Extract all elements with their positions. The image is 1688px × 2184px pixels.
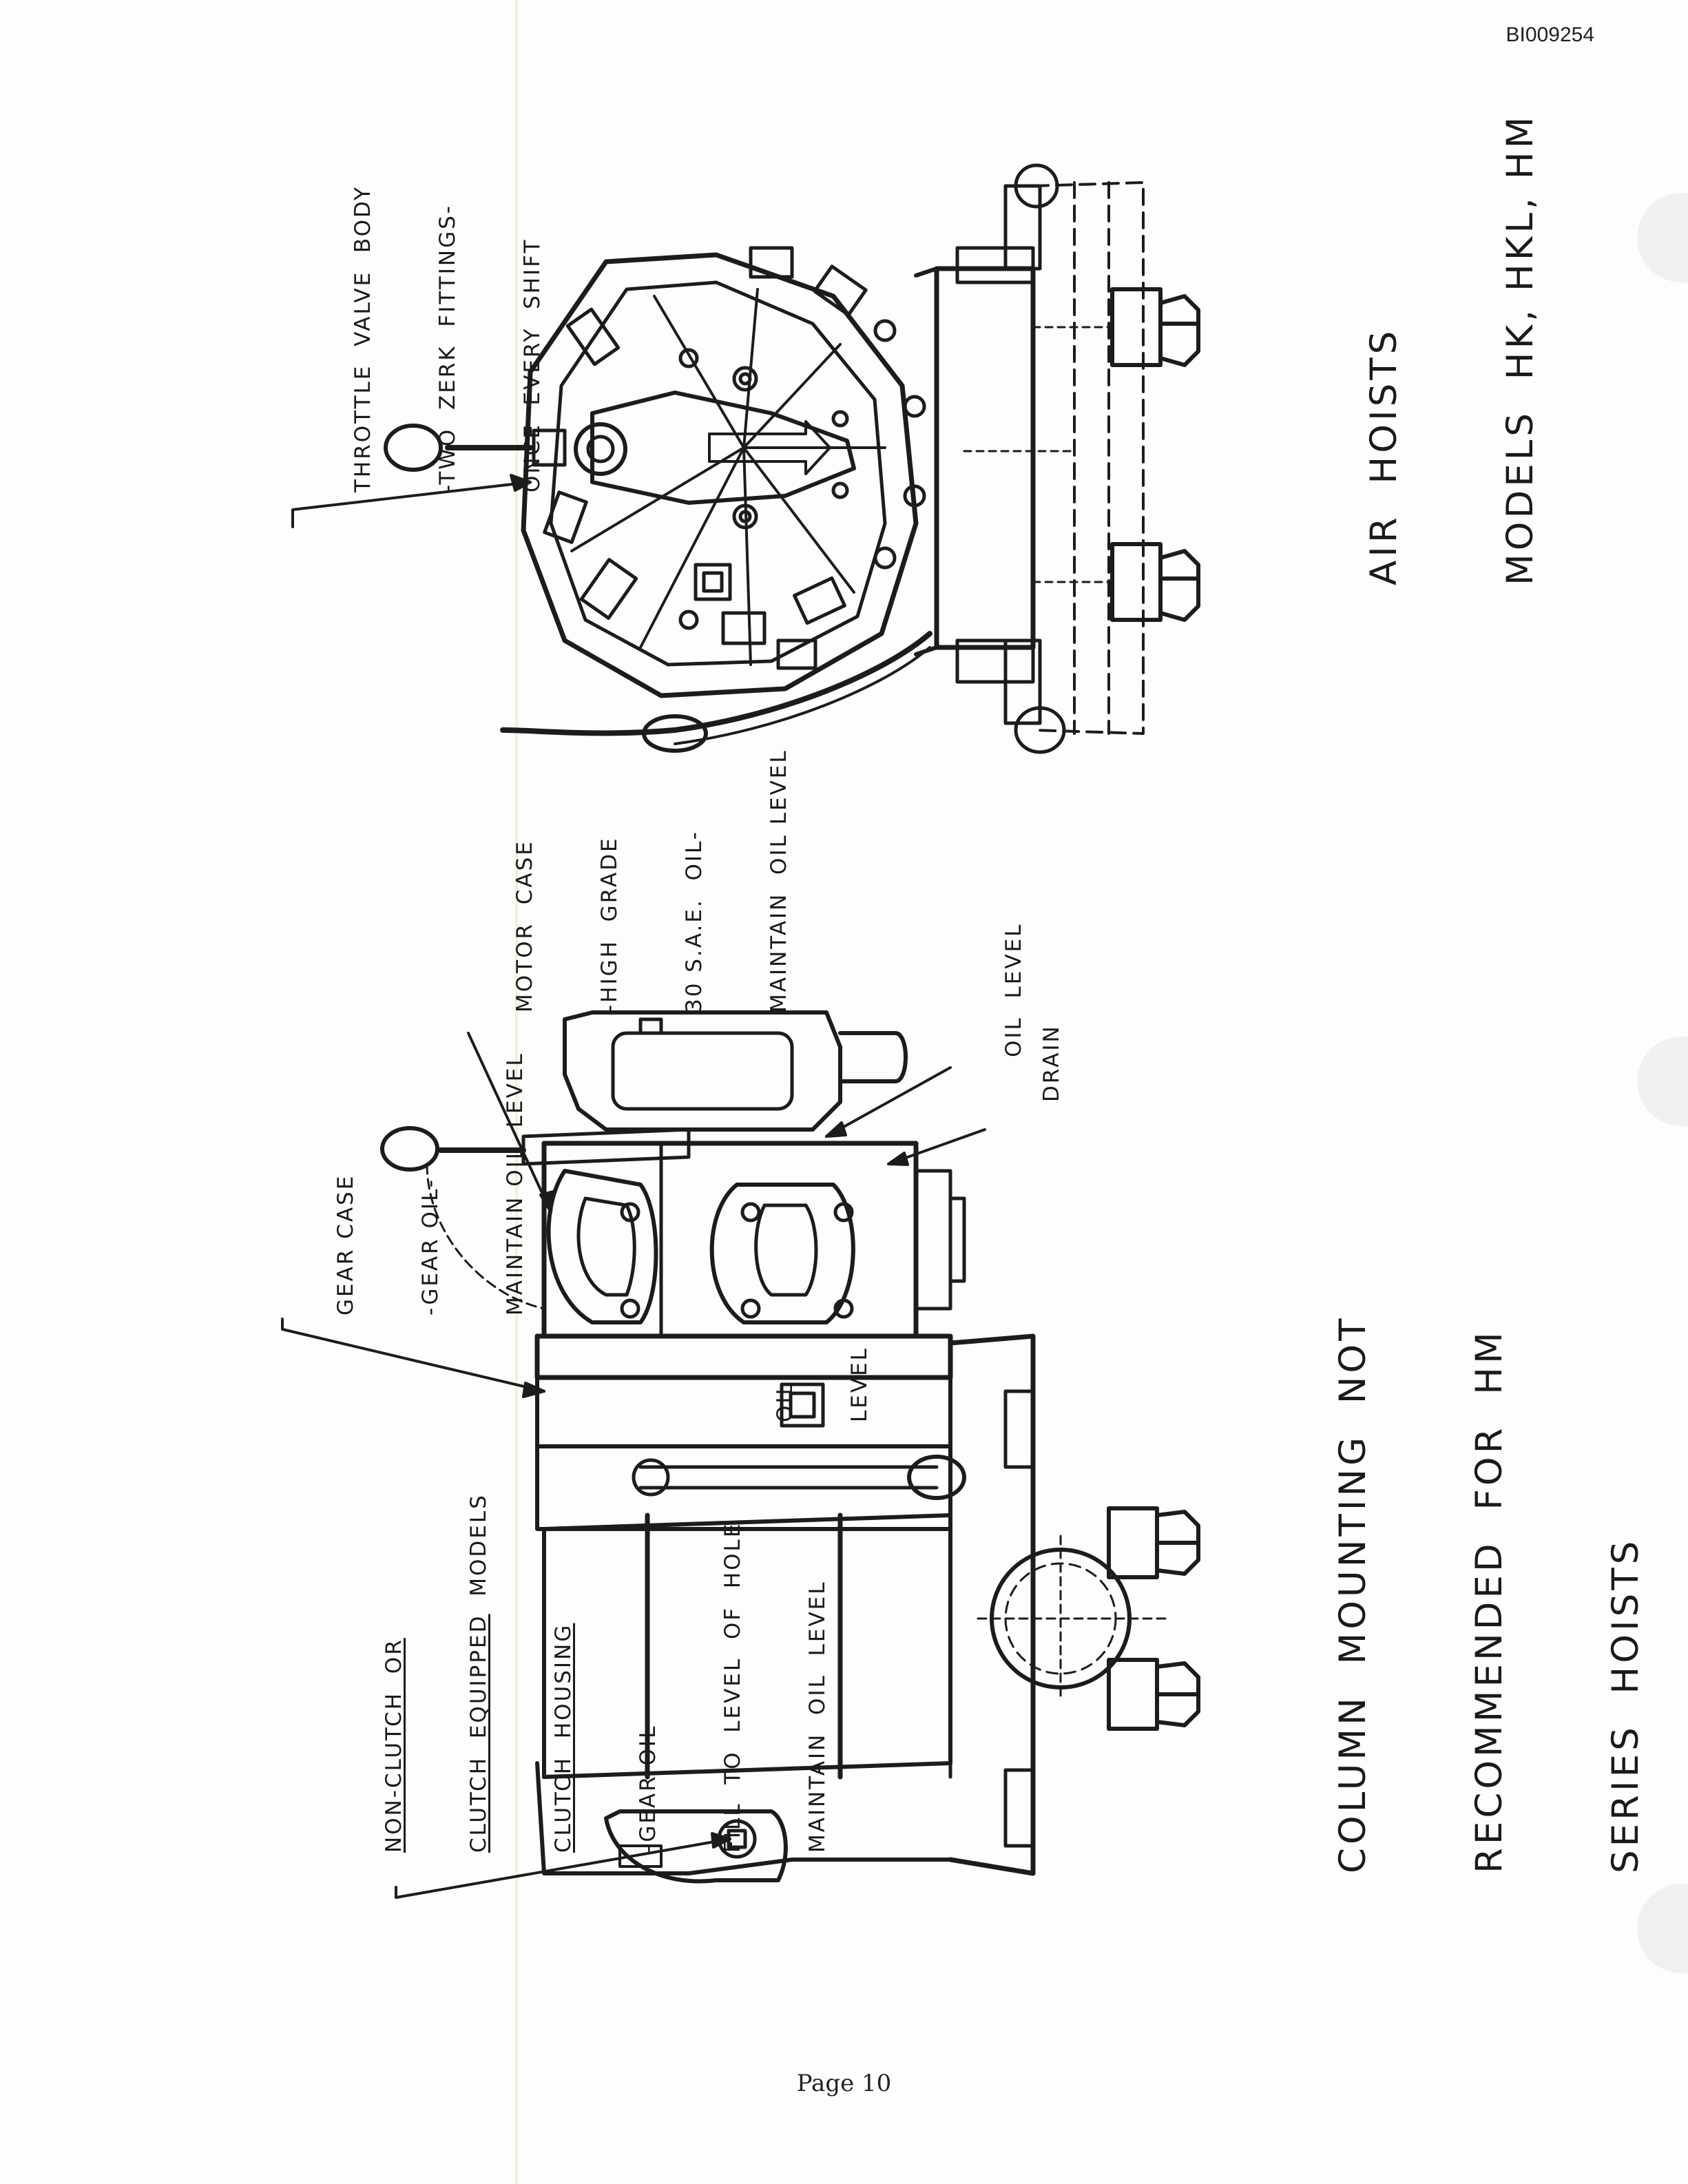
note-line: SERIES HOISTS [1605, 1537, 1647, 1873]
title-air-hoists: AIR HOISTS MODELS HK, HKL, HM [1271, 114, 1589, 585]
callout-throttle-valve-body: THROTTLE VALVE BODY -TWO ZERK FITTINGS- … [293, 185, 575, 492]
leader-lines [281, 474, 986, 1899]
callout-line: OIL [773, 1381, 798, 1422]
note-column-mounting: COLUMN MOUNTING NOT RECOMMENDED FOR HM S… [1240, 1315, 1688, 1873]
callout-line: 30 S.A.E. OIL- [682, 830, 707, 1012]
callout-line: GEAR CASE [333, 1174, 358, 1315]
clutch-header-line: NON-CLUTCH OR [382, 1638, 406, 1853]
page-number: Page 10 [796, 2070, 892, 2097]
callout-clutch-housing: NON-CLUTCH OR CLUTCH EQUIPPED MODELS CLU… [324, 1493, 860, 1853]
callout-line: MAINTAIN OIL LEVEL [503, 1052, 528, 1315]
callout-line: -GEAR OIL- [636, 1715, 660, 1853]
title-line: AIR HOISTS [1363, 327, 1405, 585]
clutch-header-line: CLUTCH EQUIPPED [466, 1614, 491, 1853]
callout-line: ONCE EVERY SHIFT [520, 238, 545, 492]
callout-line: -GEAR OIL- [418, 1178, 443, 1315]
callout-line: CLUTCH HOUSING [551, 1623, 576, 1853]
hoist-side-view [380, 1010, 1200, 1884]
page-fold-line [515, 0, 518, 2184]
callout-line: FILL TO LEVEL OF HOLE [720, 1521, 745, 1853]
callout-line: THROTTLE VALVE BODY [351, 185, 375, 492]
callout-gear-case: GEAR CASE -GEAR OIL- MAINTAIN OIL LEVEL [275, 1052, 558, 1315]
callout-line: MOTOR CASE [512, 840, 537, 1012]
callout-line: -TWO ZERK FITTINGS- [435, 204, 460, 492]
callout-line: MAINTAIN OIL LEVEL [767, 749, 791, 1012]
clutch-header-tail: MODELS [466, 1493, 491, 1597]
hoist-end-view [384, 163, 1200, 754]
document-id: BI009254 [1505, 23, 1594, 46]
callout-line: LEVEL [847, 1346, 872, 1422]
callout-line: -HIGH GRADE [597, 836, 622, 1012]
label-drum-oil-level: OIL LEVEL [723, 1346, 897, 1422]
callout-line: DRAIN [1039, 1024, 1064, 1102]
title-line: MODELS HK, HKL, HM [1499, 113, 1541, 585]
callout-motor-case: MOTOR CASE -HIGH GRADE 30 S.A.E. OIL- MA… [455, 749, 822, 1012]
callout-drain: DRAIN [981, 1024, 1094, 1102]
note-line: COLUMN MOUNTING NOT [1332, 1315, 1374, 1873]
note-line: RECOMMENDED FOR HM [1468, 1329, 1510, 1873]
callout-line: MAINTAIN OIL LEVEL [805, 1580, 830, 1853]
